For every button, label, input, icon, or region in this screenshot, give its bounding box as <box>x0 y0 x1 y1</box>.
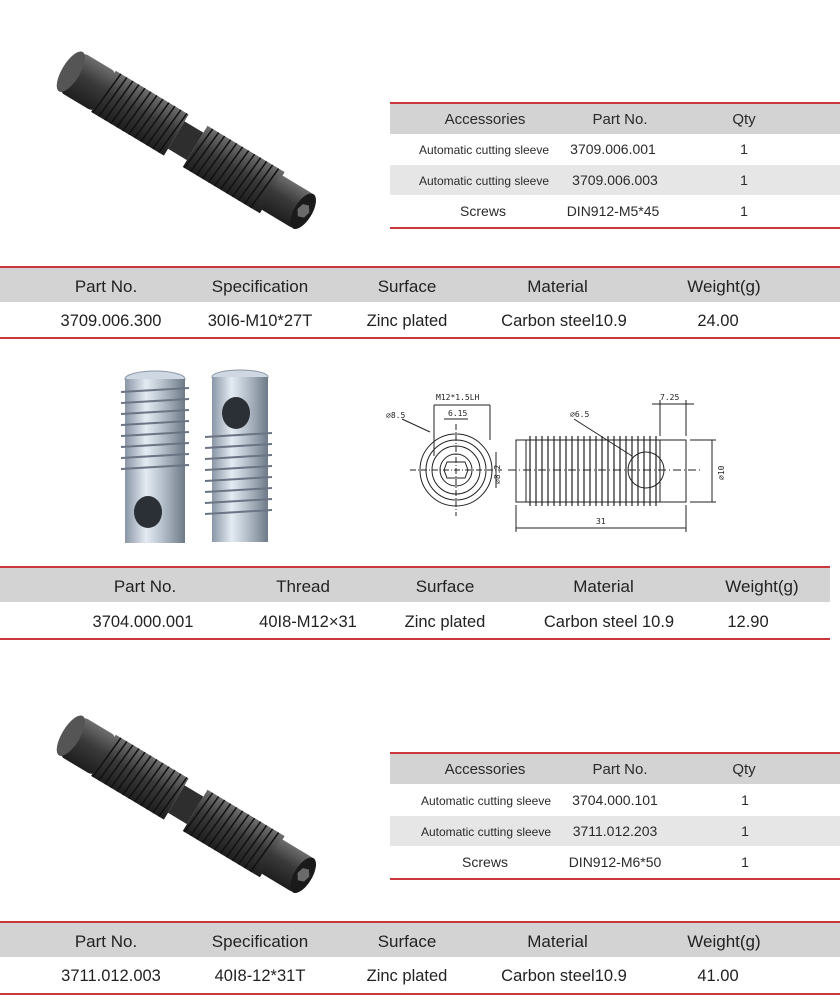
accessory-part-no: 3709.006.003 <box>572 172 658 188</box>
header-thread: Thread <box>276 577 330 596</box>
material-value: Carbon steel10.9 <box>501 312 627 330</box>
accessory-name: Automatic cutting sleeve <box>418 143 550 157</box>
material-value: Carbon steel10.9 <box>501 967 627 985</box>
surface-value: Zinc plated <box>366 312 448 330</box>
accessory-qty: 1 <box>741 823 749 839</box>
accessory-part-no: 3709.006.001 <box>570 141 656 157</box>
header-surface: Surface <box>377 277 437 296</box>
header-weight: Weight(g) <box>687 932 761 951</box>
header-qty: Qty <box>732 111 756 128</box>
weight-value: 12.90 <box>727 613 769 631</box>
surface-value: Zinc plated <box>404 613 486 631</box>
weight-value: 24.00 <box>697 312 739 330</box>
header-part-no: Part No. <box>592 761 648 778</box>
accessory-qty: 1 <box>740 172 748 188</box>
thread-value: 40I8-M12×31 <box>259 613 357 631</box>
accessory-name: Automatic cutting sleeve <box>420 794 552 808</box>
dim-core-label: ⌀8.2 <box>493 465 502 484</box>
part-no-value: 3704.000.001 <box>92 613 194 631</box>
dim-width-label: 6.15 <box>448 409 467 418</box>
header-specification: Specification <box>211 932 309 951</box>
accessory-qty: 1 <box>741 854 749 870</box>
part-no-value: 3709.006.300 <box>60 312 162 330</box>
dim-hole-label: ⌀6.5 <box>570 410 589 419</box>
material-value: Carbon steel 10.9 <box>543 613 675 631</box>
header-part-no: Part No. <box>74 932 138 951</box>
header-surface: Surface <box>415 577 475 596</box>
accessory-name: Screws <box>462 854 508 870</box>
header-weight: Weight(g) <box>687 277 761 296</box>
header-accessories: Accessories <box>444 111 526 128</box>
specification-value: 30I6-M10*27T <box>207 312 313 330</box>
accessory-name: Automatic cutting sleeve <box>418 174 550 188</box>
accessory-part-no: DIN912-M5*45 <box>566 203 660 219</box>
dim-outer-label: ⌀10 <box>717 465 726 480</box>
header-part-no: Part No. <box>113 577 177 596</box>
header-specification: Specification <box>211 277 309 296</box>
header-weight: Weight(g) <box>725 577 799 596</box>
header-part-no: Part No. <box>592 111 648 128</box>
surface-value: Zinc plated <box>366 967 448 985</box>
header-material: Material <box>527 932 588 951</box>
accessory-qty: 1 <box>741 792 749 808</box>
accessory-part-no: 3711.012.203 <box>572 823 658 839</box>
weight-value: 41.00 <box>697 967 739 985</box>
header-part-no: Part No. <box>74 277 138 296</box>
accessory-qty: 1 <box>740 141 748 157</box>
part-no-value: 3711.012.003 <box>61 967 161 985</box>
accessory-name: Automatic cutting sleeve <box>420 825 552 839</box>
dim-thread-label: M12*1.5LH <box>436 393 480 402</box>
specification-value: 40I8-12*31T <box>214 967 306 985</box>
dim-end-length-label: 7.25 <box>660 393 679 402</box>
accessory-part-no: 3704.000.101 <box>572 792 658 808</box>
header-material: Material <box>573 577 634 596</box>
header-accessories: Accessories <box>444 761 526 778</box>
accessory-name: Screws <box>460 203 506 219</box>
header-qty: Qty <box>732 761 756 778</box>
accessory-part-no: DIN912-M6*50 <box>568 854 662 870</box>
accessory-qty: 1 <box>740 203 748 219</box>
header-material: Material <box>527 277 588 296</box>
header-surface: Surface <box>377 932 437 951</box>
dim-length-label: 31 <box>596 517 606 526</box>
dim-diameter-outer-label: ⌀8.5 <box>386 411 405 420</box>
